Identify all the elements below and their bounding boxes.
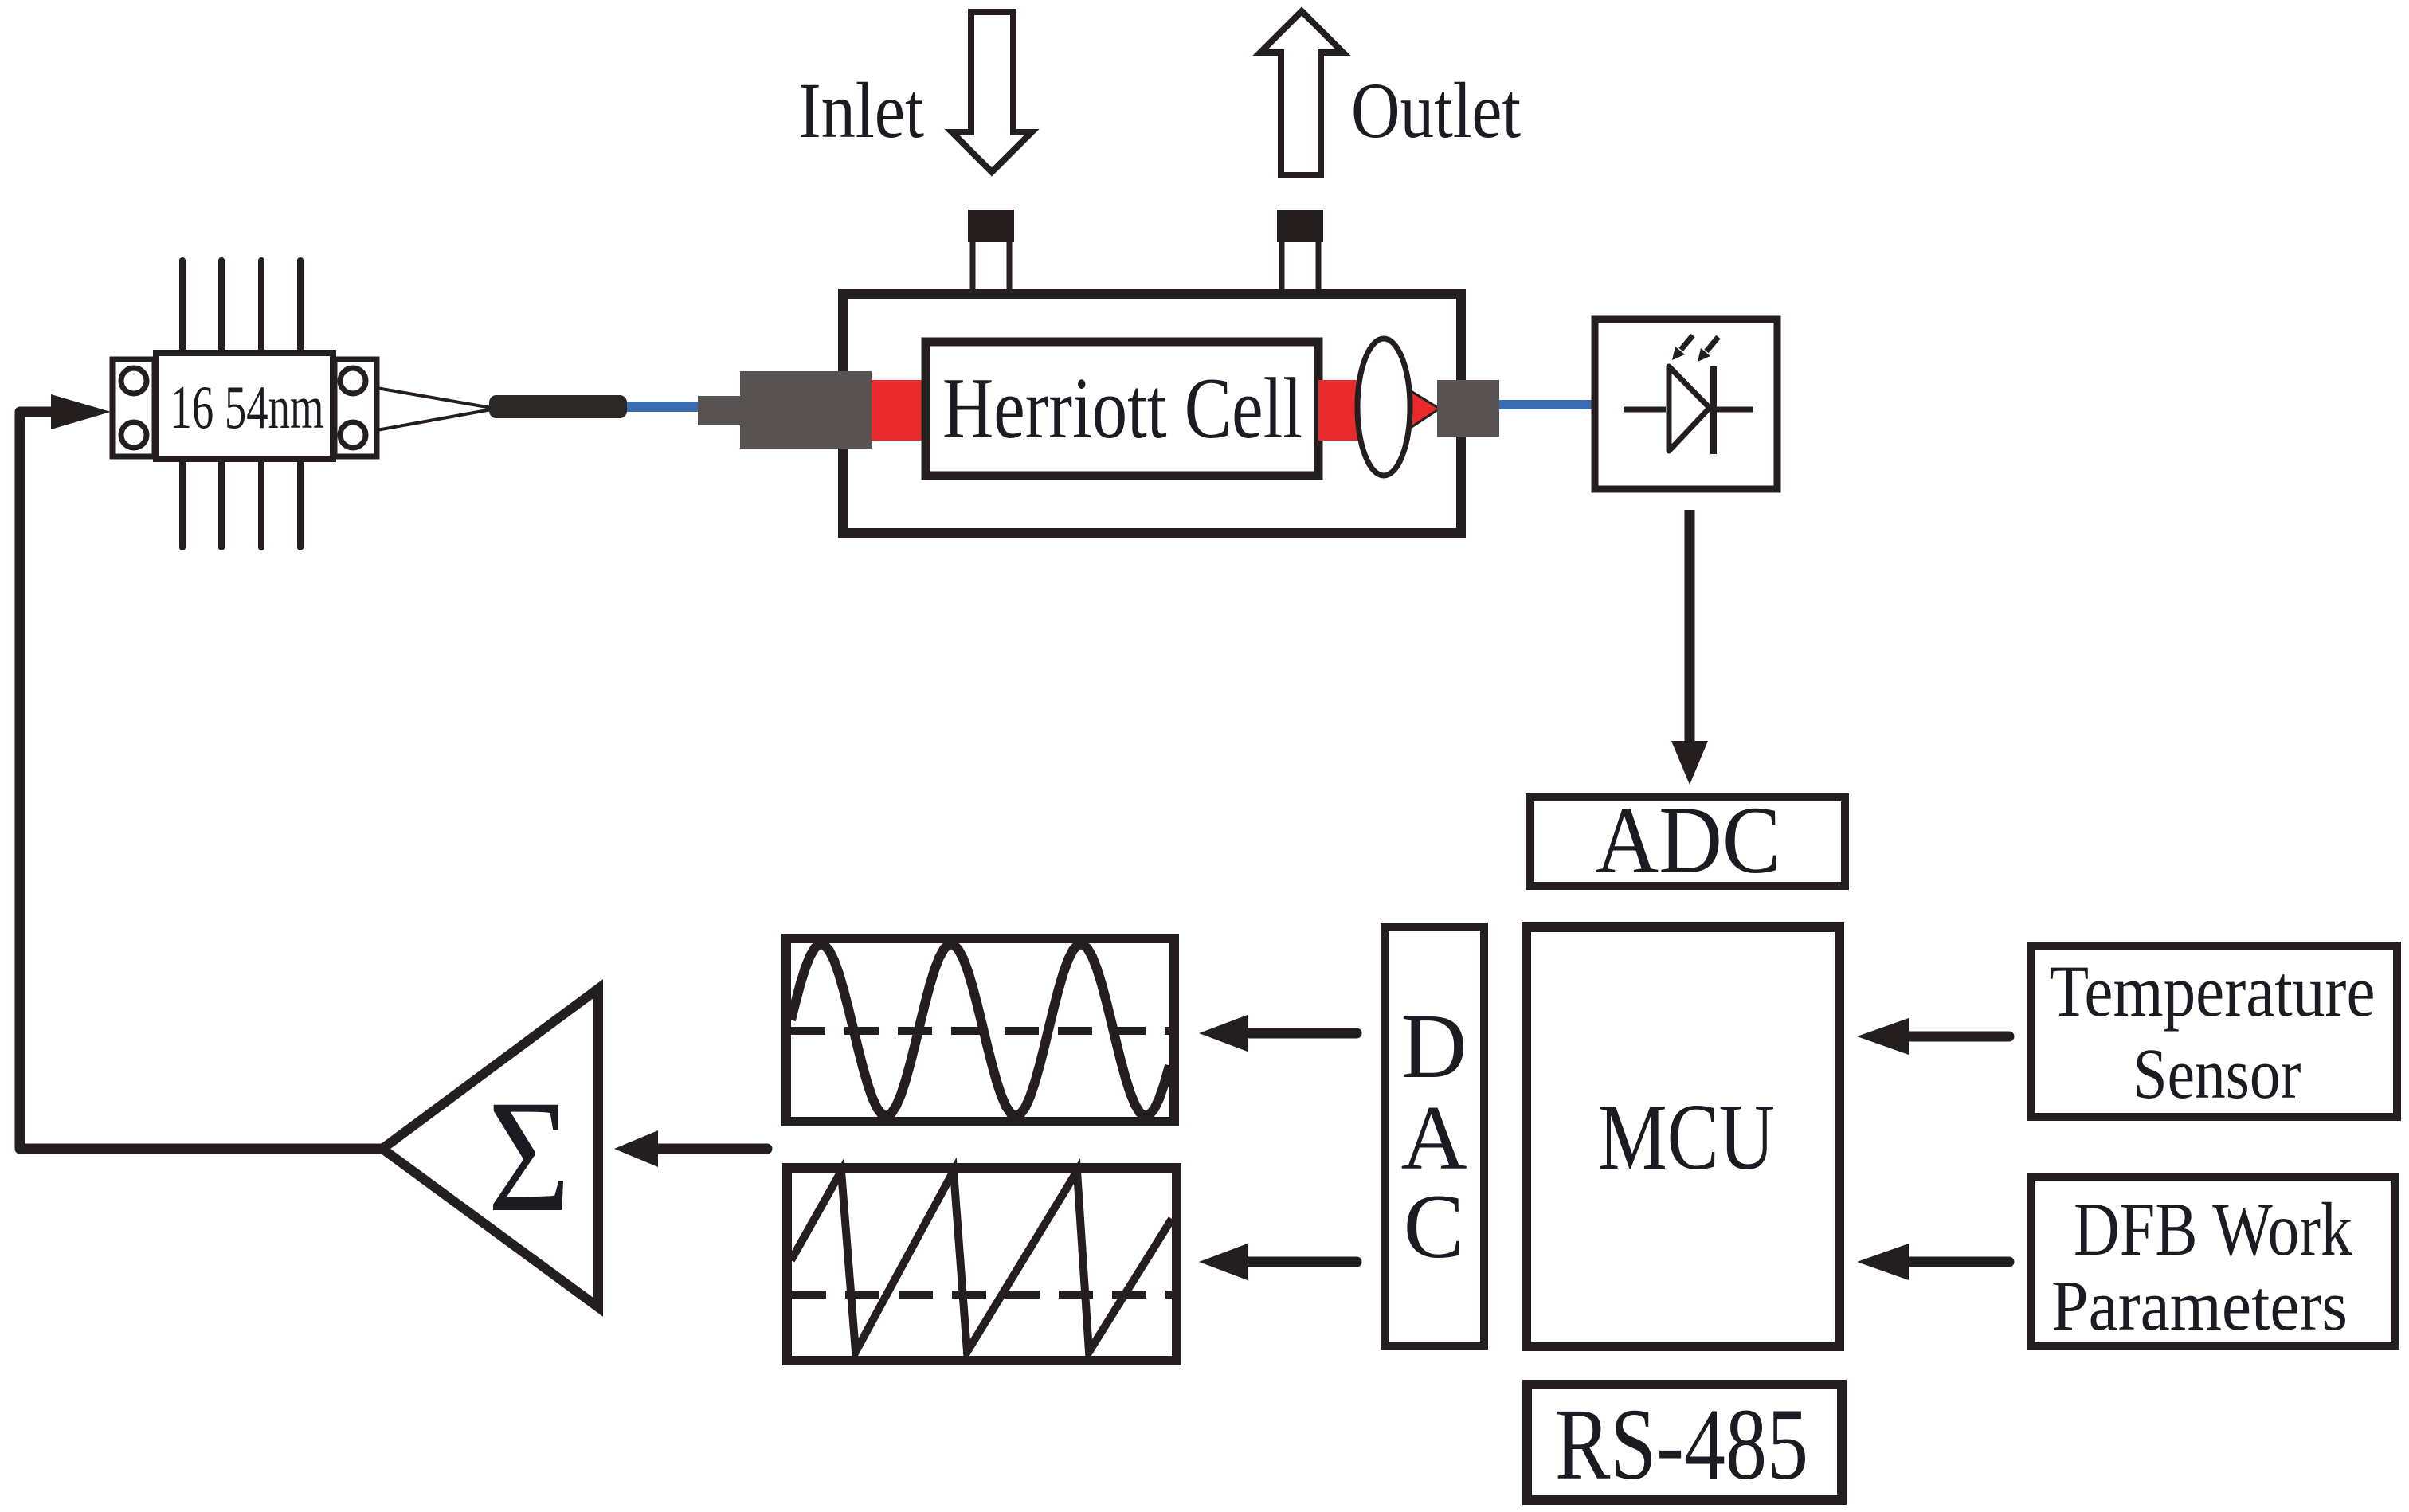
svg-text:RS-485: RS-485 <box>1555 1388 1808 1501</box>
svg-text:Temperature: Temperature <box>2050 950 2376 1032</box>
svg-text:ADC: ADC <box>1596 787 1781 894</box>
svg-text:Sensor: Sensor <box>2133 1035 2301 1114</box>
svg-text:C: C <box>1404 1176 1465 1277</box>
svg-text:16 54nm: 16 54nm <box>170 373 324 441</box>
svg-text:A: A <box>1400 1087 1467 1189</box>
svg-text:Σ: Σ <box>488 1067 570 1245</box>
svg-text:DFB Work: DFB Work <box>2074 1187 2352 1271</box>
svg-text:Outlet: Outlet <box>1351 66 1521 155</box>
svg-text:Inlet: Inlet <box>798 66 924 155</box>
svg-text:MCU: MCU <box>1598 1084 1775 1189</box>
svg-text:Herriott Cell: Herriott Cell <box>942 360 1302 456</box>
svg-text:Parameters: Parameters <box>2051 1267 2348 1346</box>
svg-text:D: D <box>1400 996 1467 1097</box>
